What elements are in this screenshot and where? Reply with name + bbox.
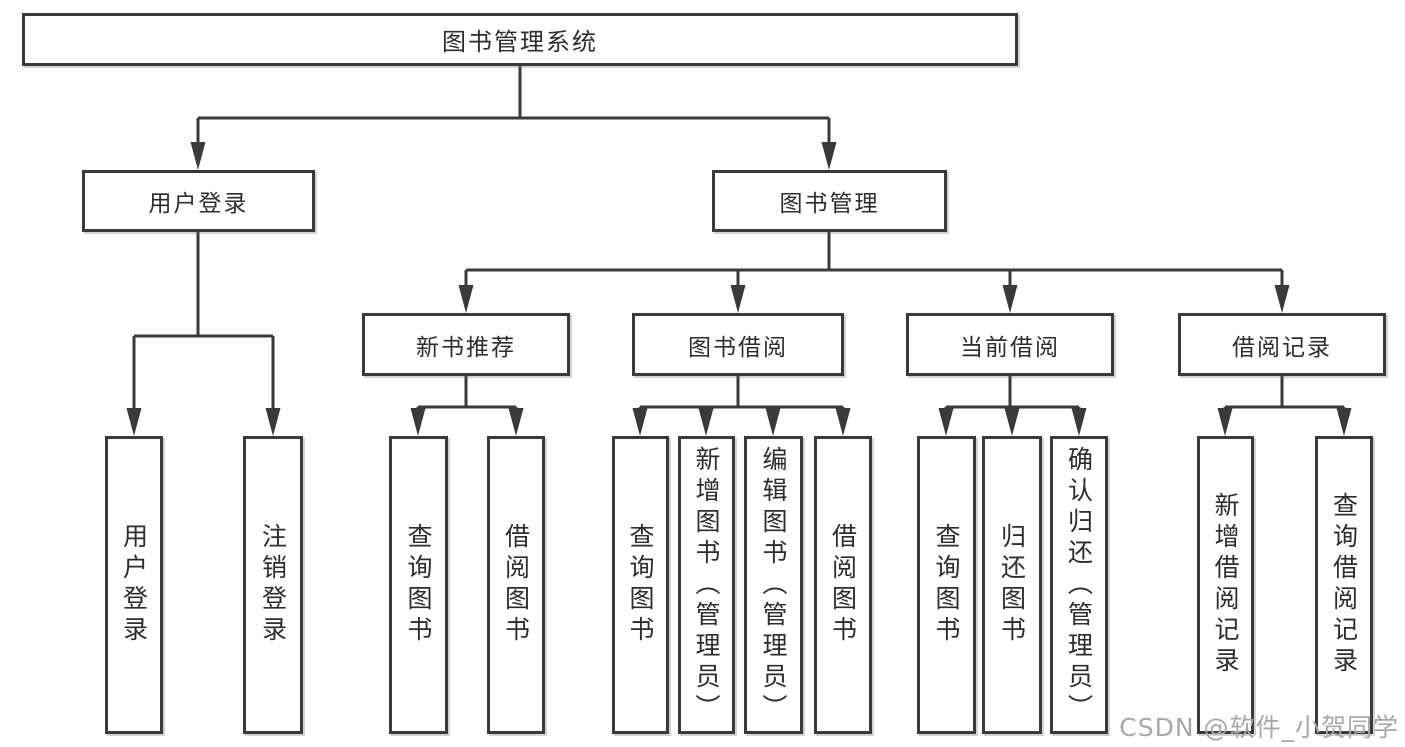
leaf-user-login: 用户登录 [105,436,163,734]
leaf-recommend-query-book: 查询图书 [389,436,448,734]
leaf-borrow-borrow-book: 借阅图书 [814,436,872,734]
leaf-logout: 注销登录 [243,436,303,734]
leaf-borrow-edit-book-admin: 编辑图书（管理员） [744,436,803,734]
node-library-management-system: 图书管理系统 [22,13,1018,66]
leaf-borrow-add-book-admin: 新增图书（管理员） [678,436,735,734]
leaf-current-confirm-return-admin: 确认归还（管理员） [1050,436,1108,734]
node-new-book-recommendation: 新书推荐 [362,313,570,376]
node-current-borrowing: 当前借阅 [906,313,1114,376]
leaf-borrow-query-book: 查询图书 [612,436,669,734]
node-user-login: 用户登录 [82,170,315,232]
leaf-current-return-book: 归还图书 [982,436,1042,734]
leaf-current-query-book: 查询图书 [917,436,976,734]
leaf-recommend-borrow-book: 借阅图书 [487,436,545,734]
node-book-borrowing: 图书借阅 [632,313,844,376]
node-book-management: 图书管理 [712,170,947,232]
node-borrowing-records: 借阅记录 [1178,313,1386,376]
leaf-records-query-record: 查询借阅记录 [1315,436,1373,734]
leaf-records-add-record: 新增借阅记录 [1197,436,1254,734]
arrowheads [126,142,1352,436]
